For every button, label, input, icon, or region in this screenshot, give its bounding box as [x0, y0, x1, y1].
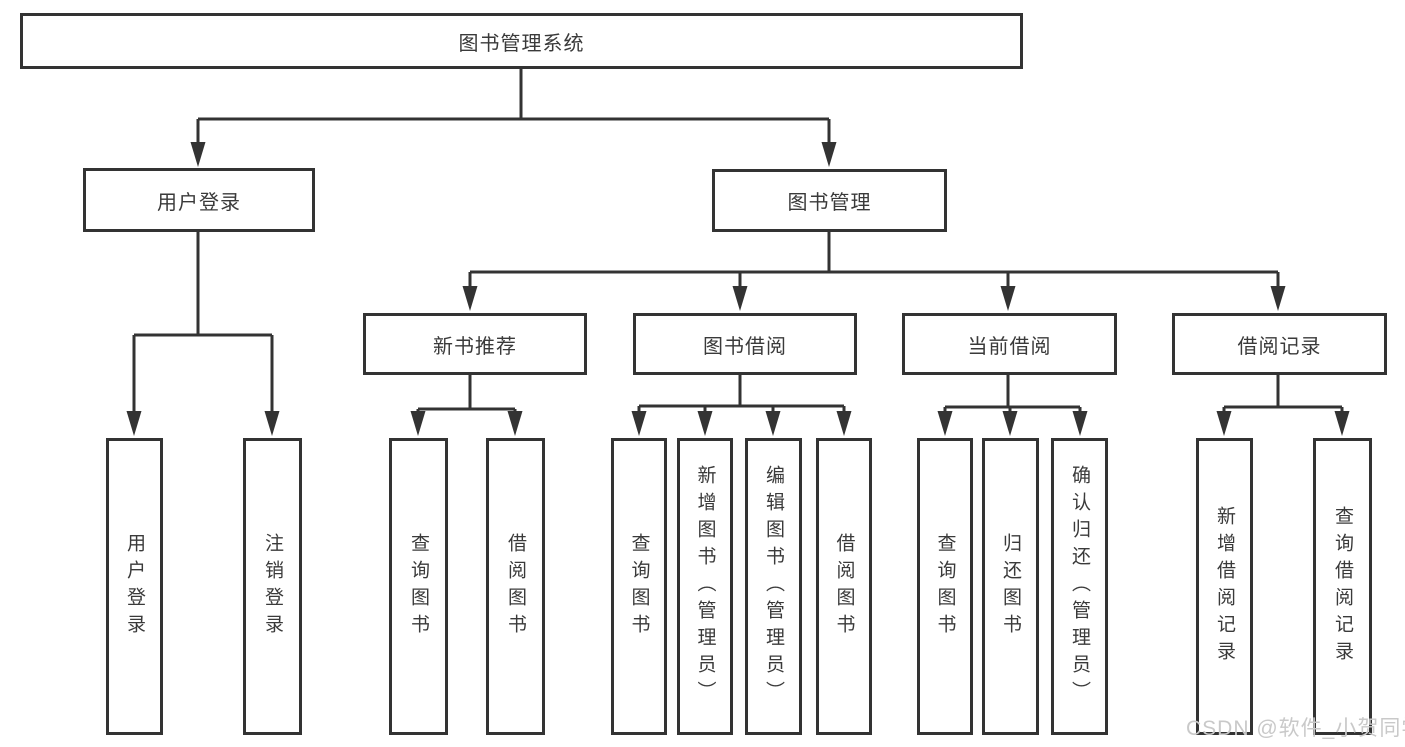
node-user-login-leaf: 用户登录 [106, 438, 163, 735]
node-return-books: 归还图书 [982, 438, 1039, 735]
node-query-books-recommend: 查询图书 [389, 438, 448, 735]
node-add-borrow-record: 新增借阅记录 [1196, 438, 1253, 735]
node-book-borrowing: 图书借阅 [633, 313, 857, 375]
node-user-login: 用户登录 [83, 168, 315, 232]
node-query-books-current: 查询图书 [917, 438, 973, 735]
node-borrow-books-borrowing: 借阅图书 [816, 438, 872, 735]
node-borrow-books-recommend: 借阅图书 [486, 438, 545, 735]
node-confirm-return-admin: 确认归还（管理员） [1051, 438, 1108, 735]
node-new-book-recommend: 新书推荐 [363, 313, 587, 375]
node-query-books-borrowing: 查询图书 [611, 438, 667, 735]
node-book-management: 图书管理 [712, 169, 947, 232]
node-logout-leaf: 注销登录 [243, 438, 302, 735]
node-current-borrowing: 当前借阅 [902, 313, 1117, 375]
node-query-borrow-record: 查询借阅记录 [1313, 438, 1372, 735]
arrowheads [126, 142, 1350, 436]
node-edit-book-admin: 编辑图书（管理员） [745, 438, 802, 735]
node-root-system: 图书管理系统 [20, 13, 1023, 69]
watermark-text: CSDN @软件_小贺同学 [1186, 717, 1405, 740]
node-borrowing-records: 借阅记录 [1172, 313, 1387, 375]
node-add-book-admin: 新增图书（管理员） [677, 438, 733, 735]
